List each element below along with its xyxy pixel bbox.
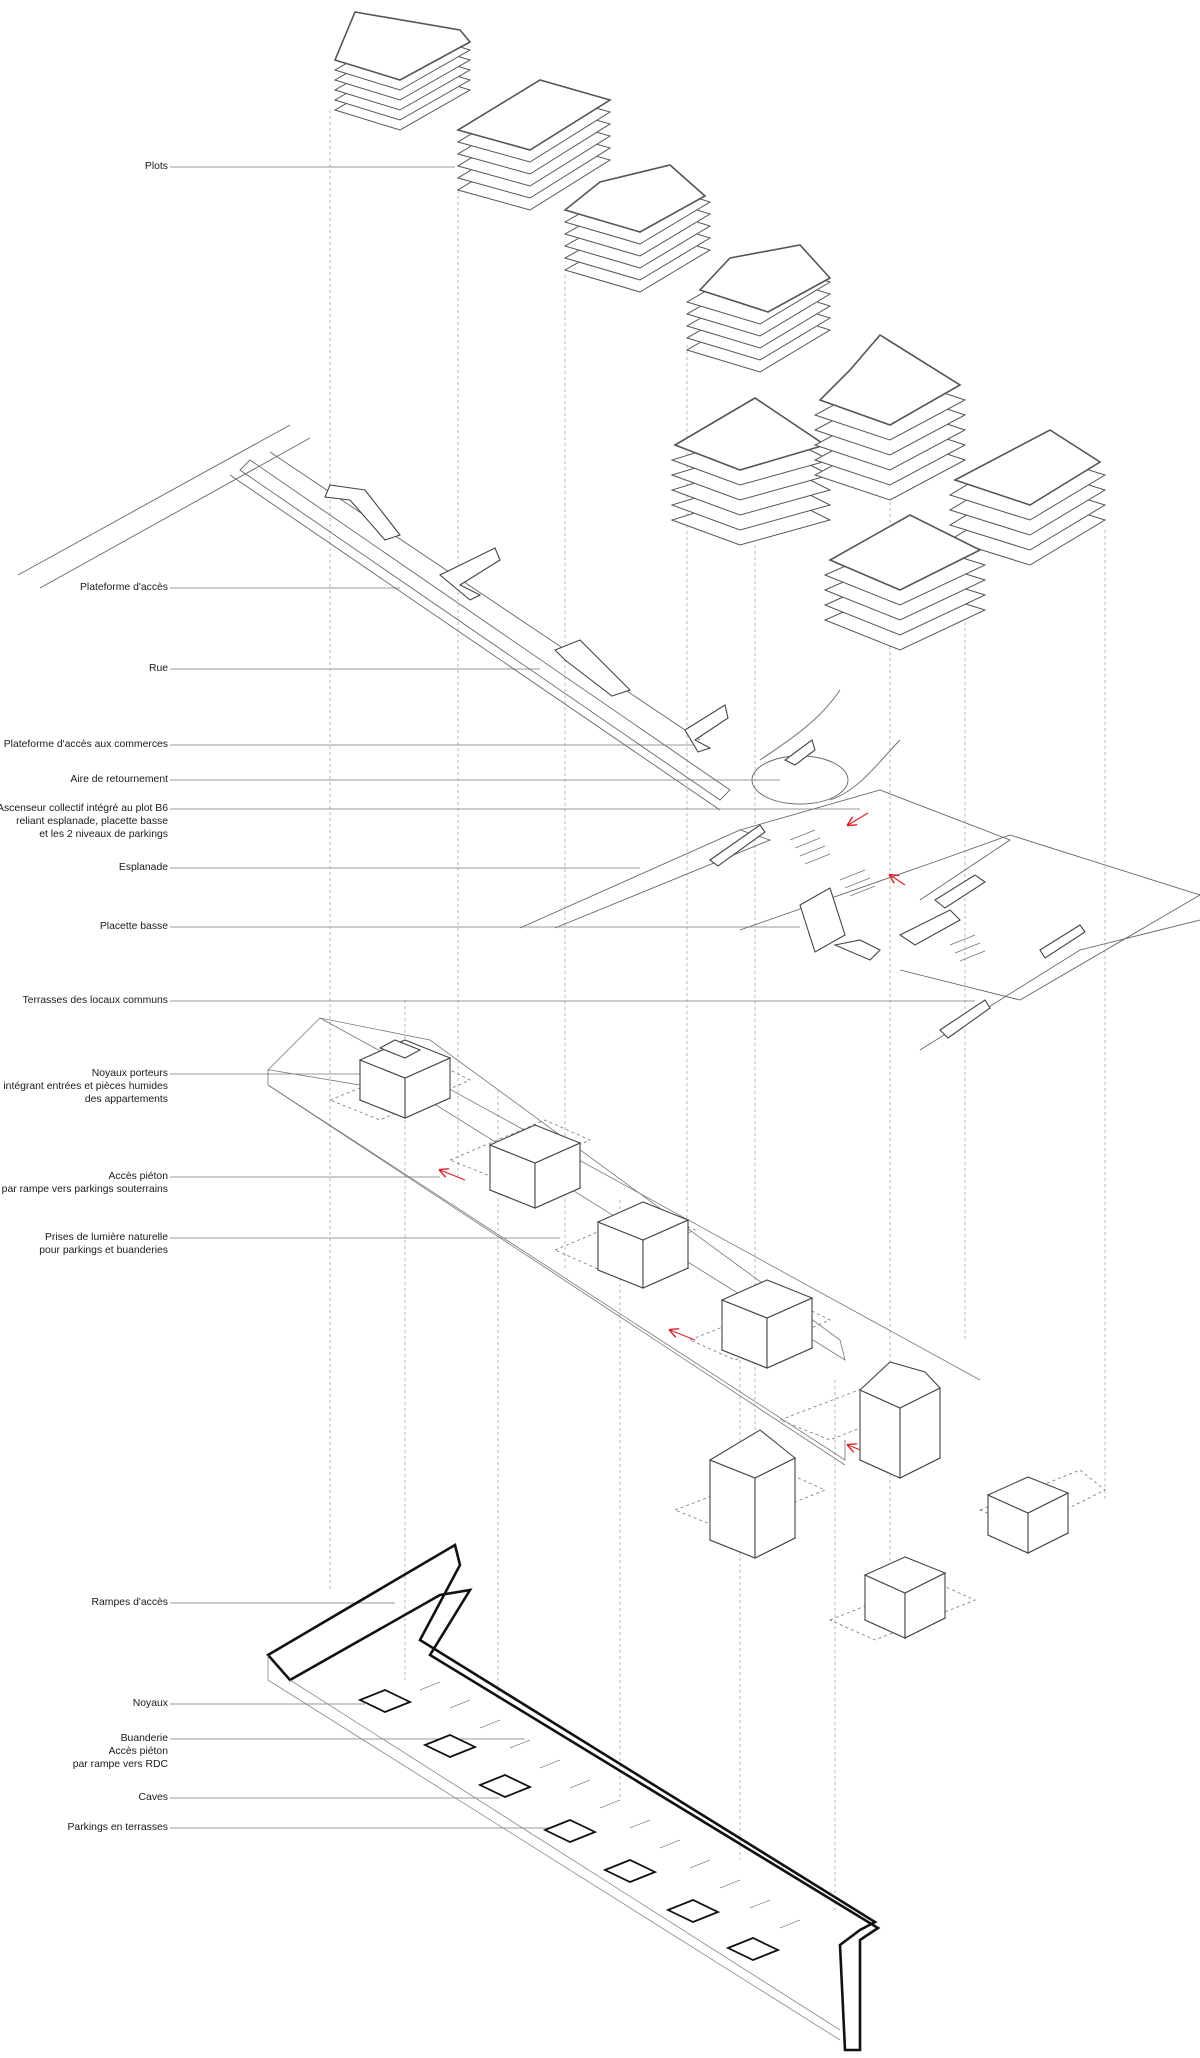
plot-8 bbox=[823, 514, 987, 651]
plot-4 bbox=[685, 244, 832, 373]
plot-buildings bbox=[333, 11, 1107, 651]
parking-cells bbox=[357, 1689, 781, 1961]
plot-7 bbox=[948, 429, 1107, 566]
label-noyaux: Noyaux bbox=[132, 1698, 168, 1709]
cores bbox=[358, 1039, 1070, 1639]
core-6 bbox=[708, 1429, 797, 1559]
stair-hatch bbox=[789, 829, 986, 962]
label-plateforme-commerces: Plateforme d'accès aux commerces bbox=[3, 739, 168, 750]
label-noyaux-porteurs: Noyaux porteurs intégrant entrées et piè… bbox=[3, 1068, 168, 1105]
leader-lines bbox=[170, 166, 975, 1829]
alignment-lines bbox=[329, 110, 1106, 1910]
parking-level bbox=[265, 1542, 881, 2052]
core-5 bbox=[858, 1361, 942, 1479]
label-rue: Rue bbox=[148, 663, 168, 674]
label-terrasses: Terrasses des locaux communs bbox=[22, 995, 168, 1006]
core-4 bbox=[720, 1279, 814, 1369]
label-buanderie: Buanderie Accès piéton par rampe vers RD… bbox=[72, 1733, 168, 1770]
label-rampes: Rampes d'accès bbox=[91, 1597, 168, 1608]
plot-6 bbox=[813, 333, 967, 501]
plot-5 bbox=[670, 397, 832, 546]
street-volumes bbox=[324, 484, 1086, 1039]
core-2 bbox=[488, 1124, 582, 1209]
plot-2 bbox=[456, 79, 612, 211]
label-acces-pieton-parkings: Accès piéton par rampe vers parkings sou… bbox=[1, 1171, 168, 1195]
core-8 bbox=[986, 1476, 1070, 1554]
parking-outline bbox=[267, 1655, 841, 2041]
parking-stalls bbox=[419, 1681, 801, 1929]
core-7 bbox=[863, 1556, 947, 1639]
label-ascenseur: Ascenseur collectif intégré au plot B6 r… bbox=[0, 803, 168, 840]
core-1 bbox=[358, 1039, 452, 1119]
label-parkings: Parkings en terrasses bbox=[67, 1822, 169, 1833]
core-3 bbox=[596, 1201, 690, 1289]
label-placette-basse: Placette basse bbox=[99, 921, 168, 932]
label-plots: Plots bbox=[144, 161, 168, 172]
label-aire-retournement: Aire de retournement bbox=[70, 774, 168, 785]
label-esplanade: Esplanade bbox=[118, 862, 168, 873]
plot-3 bbox=[563, 164, 712, 293]
plot-1 bbox=[333, 11, 472, 131]
label-prises-lumiere: Prises de lumière naturelle pour parking… bbox=[39, 1232, 168, 1256]
label-caves: Caves bbox=[138, 1792, 168, 1803]
label-plateforme-acces: Plateforme d'accès bbox=[79, 582, 168, 593]
